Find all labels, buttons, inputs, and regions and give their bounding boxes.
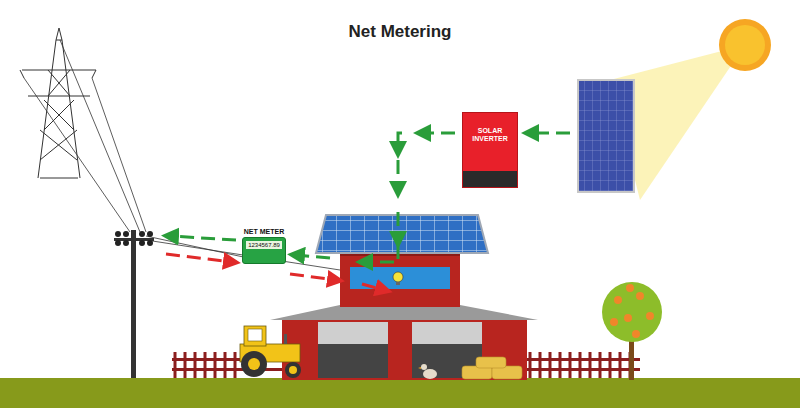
roof-solar-panel [316, 215, 488, 253]
utility-pole [114, 230, 154, 380]
service-wire [146, 236, 340, 270]
pylon [20, 28, 96, 178]
tractor [240, 326, 301, 378]
solar-panel [578, 80, 634, 192]
sun [719, 19, 771, 71]
meter-body: 1234567.89 [242, 237, 286, 264]
inverter-label: SOLAR INVERTER [468, 127, 512, 187]
inverter-box: SOLAR INVERTER [462, 112, 518, 188]
net-meter: NET METER 1234567.89 [236, 228, 292, 264]
barn [270, 252, 538, 380]
hay-bale [462, 357, 522, 379]
tree [602, 282, 662, 380]
light-bulb [393, 272, 403, 285]
diagram-title: Net Metering [0, 22, 800, 42]
chicken [418, 364, 437, 379]
ground [0, 378, 800, 408]
power-wire [24, 40, 146, 232]
meter-label: NET METER [244, 228, 284, 235]
meter-display: 1234567.89 [246, 241, 282, 249]
